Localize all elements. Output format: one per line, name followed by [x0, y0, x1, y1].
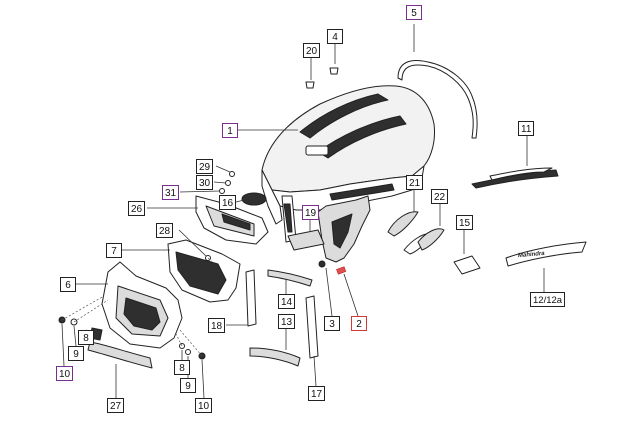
- callout-2[interactable]: 2: [351, 316, 367, 331]
- assembly-line-b: [61, 295, 105, 321]
- callout-4[interactable]: 4: [327, 29, 343, 44]
- callout-12[interactable]: 12/12a: [530, 292, 566, 307]
- callout-18[interactable]: 18: [208, 318, 226, 333]
- fastener-9b: [185, 349, 191, 355]
- leader-2: [343, 273, 359, 317]
- callout-10a[interactable]: 10: [56, 366, 74, 381]
- brand-decal: [505, 241, 587, 267]
- leader-29: [215, 165, 231, 173]
- front-frame-6-inner: [123, 297, 161, 331]
- leader-9a: [73, 325, 77, 347]
- callout-13[interactable]: 13: [278, 314, 296, 329]
- callout-20[interactable]: 20: [303, 43, 321, 58]
- callout-28[interactable]: 28: [156, 223, 174, 238]
- pad-21: [387, 211, 419, 237]
- leader-17: [313, 355, 317, 387]
- callout-26[interactable]: 26: [128, 201, 146, 216]
- post-17: [305, 295, 319, 359]
- leader-30: [213, 181, 227, 184]
- bracket-15: [453, 255, 481, 275]
- side-decal-swoosh: [489, 167, 553, 181]
- leader-10a: [61, 323, 65, 367]
- hood-top-stripe: [299, 93, 389, 139]
- assembly-line-e: [207, 257, 213, 263]
- callout-29[interactable]: 29: [196, 159, 214, 174]
- callout-27[interactable]: 27: [107, 398, 125, 413]
- pad-22: [417, 228, 445, 251]
- fastener-30: [225, 180, 231, 186]
- mesh-grille-7-inner: [175, 251, 227, 295]
- bumper-strip-27: [87, 341, 153, 369]
- callout-8b[interactable]: 8: [174, 360, 190, 375]
- hood-vent: [305, 145, 329, 156]
- callout-8a[interactable]: 8: [78, 330, 94, 345]
- leader-16: [235, 199, 245, 203]
- hood-top-stripe-2: [317, 115, 407, 159]
- callout-6[interactable]: 6: [60, 277, 76, 292]
- assembly-line-d: [179, 329, 203, 357]
- callout-30[interactable]: 30: [196, 175, 214, 190]
- leader-3: [325, 267, 333, 317]
- callout-10b[interactable]: 10: [195, 398, 213, 413]
- badge-16: [241, 192, 267, 206]
- callout-31[interactable]: 31: [162, 185, 180, 200]
- callout-19[interactable]: 19: [302, 205, 320, 220]
- callout-9a[interactable]: 9: [68, 346, 84, 361]
- callout-22[interactable]: 22: [431, 189, 449, 204]
- grille-frame-26-vent: [221, 213, 251, 231]
- leader-28: [178, 229, 207, 257]
- callout-14[interactable]: 14: [278, 294, 296, 309]
- callout-7[interactable]: 7: [106, 243, 122, 258]
- callout-5[interactable]: 5: [406, 5, 422, 20]
- hood-front-face: [261, 169, 283, 225]
- strip-13: [249, 347, 301, 367]
- fastener-31: [219, 188, 225, 194]
- callout-21[interactable]: 21: [406, 175, 424, 190]
- leader-31: [179, 190, 221, 193]
- leader-10b: [201, 359, 205, 399]
- side-panel-19: [287, 229, 325, 251]
- red-clip: [336, 266, 347, 275]
- bolt-4: [329, 67, 339, 75]
- rod-14: [267, 269, 313, 287]
- hood-seal-strip: [397, 60, 478, 139]
- frame-leg-left-inner: [283, 203, 293, 233]
- fastener-29: [229, 171, 235, 177]
- post-18: [245, 269, 257, 327]
- assembly-line-a: [73, 299, 109, 323]
- callout-3[interactable]: 3: [324, 316, 340, 331]
- fastener-3: [318, 260, 326, 268]
- callout-11[interactable]: 11: [518, 121, 535, 136]
- callout-16[interactable]: 16: [219, 195, 237, 210]
- bolt-20: [305, 81, 315, 89]
- callout-9b[interactable]: 9: [180, 378, 196, 393]
- callout-17[interactable]: 17: [308, 386, 326, 401]
- hood-support-inner: [331, 213, 353, 249]
- callout-1[interactable]: 1: [222, 123, 238, 138]
- hood-side-grille: [329, 183, 395, 201]
- callout-15[interactable]: 15: [456, 215, 474, 230]
